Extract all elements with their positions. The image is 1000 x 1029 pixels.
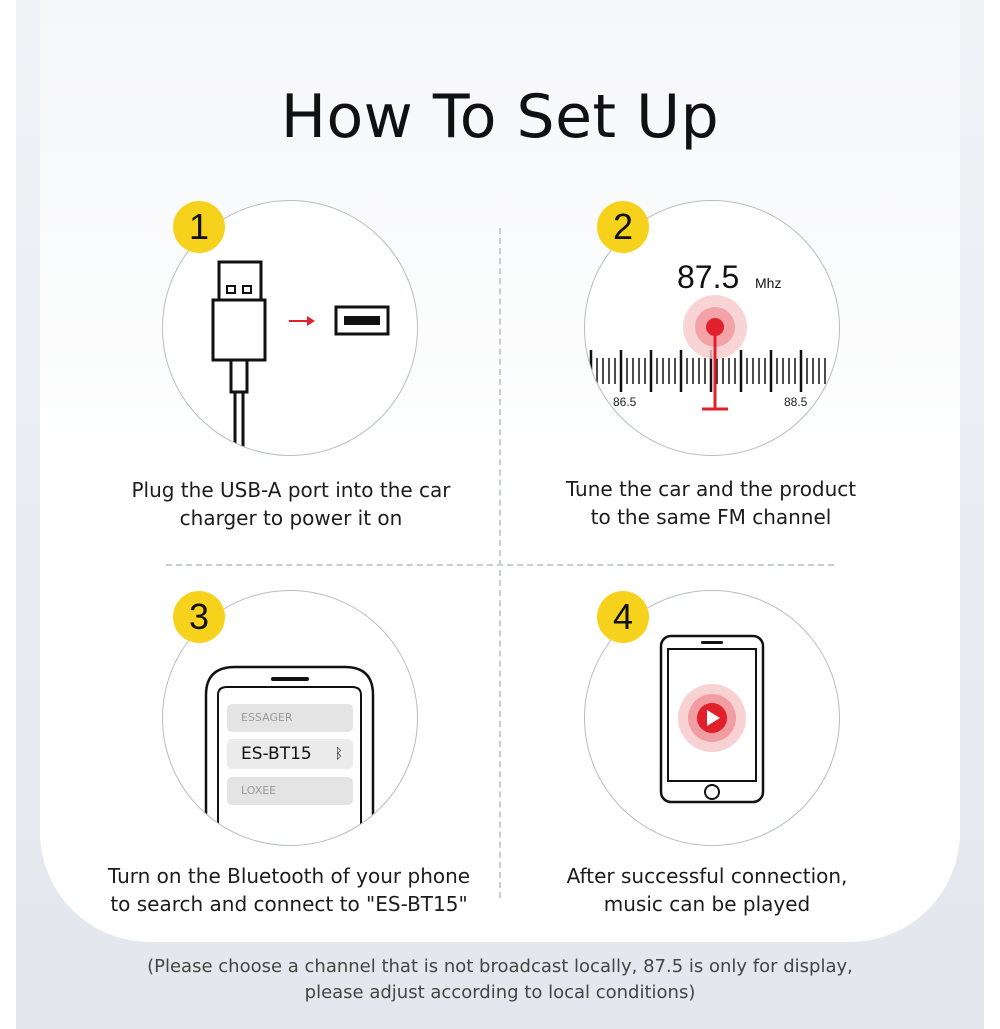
step-4-illustration [584,590,840,846]
scale-max-label: 88.5 [784,395,808,409]
step-2-description: Tune the car and the product to the same… [501,475,921,531]
usb-port-icon [334,305,390,336]
vertical-divider [499,228,501,898]
device-list-item-loxee[interactable]: LOXEE [227,777,353,805]
device-name: ES-BT15 [241,744,312,764]
fm-dial-icon [589,295,826,411]
bluetooth-icon: ᛒ [334,746,343,762]
step-4-description-line-2: music can be played [603,892,811,916]
step-3-badge: 3 [173,591,225,643]
step-1-description-line-2: charger to power it on [179,506,403,530]
step-1-description: Plug the USB-A port into the car charger… [81,476,501,532]
scale-min-label: 86.5 [613,395,637,409]
footnote-line-1: (Please choose a channel that is not bro… [147,956,853,977]
dial-ticks [589,350,826,392]
step-4-badge: 4 [597,591,649,643]
step-3-description: Turn on the Bluetooth of your phone to s… [79,862,499,918]
step-1-description-line-1: Plug the USB-A port into the car [131,478,451,502]
step-3-description-line-1: Turn on the Bluetooth of your phone [107,864,471,888]
smartphone-icon [204,665,375,845]
footnote: (Please choose a channel that is not bro… [100,954,900,1006]
usb-plug-icon [211,260,390,455]
horizontal-divider [166,564,834,566]
step-1-badge: 1 [173,201,225,253]
device-list-item-essager[interactable]: ESSAGER [227,704,353,732]
frequency-value: 87.5 [677,259,740,295]
step-4-description: After successful connection, music can b… [497,862,917,918]
step-2-description-line-2: to the same FM channel [590,505,832,529]
arrow-right-icon [289,316,315,326]
frequency-unit: Mhz [755,275,782,291]
play-icon [678,684,746,752]
device-list-item-es-bt15[interactable]: ES-BT15 ᛒ [227,739,353,769]
step-2-badge: 2 [597,201,649,253]
smartphone-icon [659,634,765,804]
step-2-description-line-1: Tune the car and the product [565,477,857,501]
step-3-description-line-2: to search and connect to "ES-BT15" [110,892,468,916]
page-title: How To Set Up [280,82,720,152]
footnote-line-2: please adjust according to local conditi… [304,982,696,1003]
step-4-description-line-1: After successful connection, [566,864,848,888]
